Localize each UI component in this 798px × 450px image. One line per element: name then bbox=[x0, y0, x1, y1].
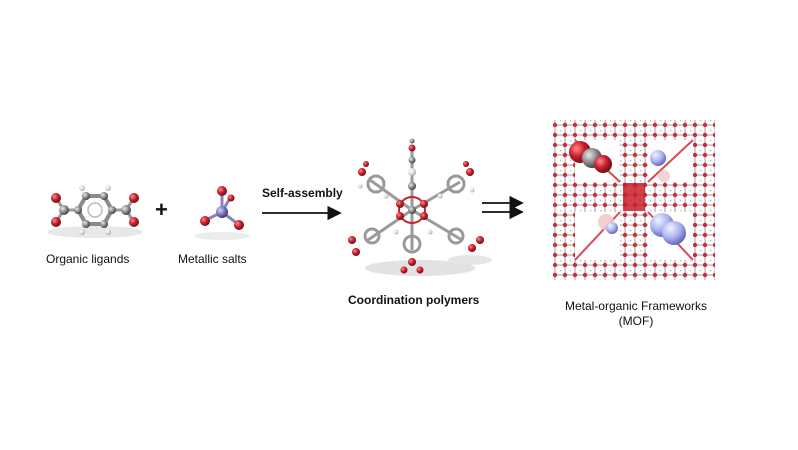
coordination-polymer-molecule bbox=[348, 138, 492, 276]
coordination-polymers-label: Coordination polymers bbox=[348, 293, 480, 307]
mof-label-line1: Metal-organic Frameworks bbox=[564, 299, 708, 313]
metallic-salt-molecule bbox=[194, 186, 250, 240]
self-assembly-label: Self-assembly bbox=[262, 186, 343, 200]
metallic-salts-label: Metallic salts bbox=[178, 252, 247, 266]
mof-label-line2: (MOF) bbox=[618, 314, 654, 328]
plus-sign: + bbox=[155, 197, 168, 222]
organic-ligand-molecule bbox=[47, 185, 143, 238]
organic-ligands-label: Organic ligands bbox=[46, 252, 130, 266]
mof-framework bbox=[553, 120, 715, 280]
